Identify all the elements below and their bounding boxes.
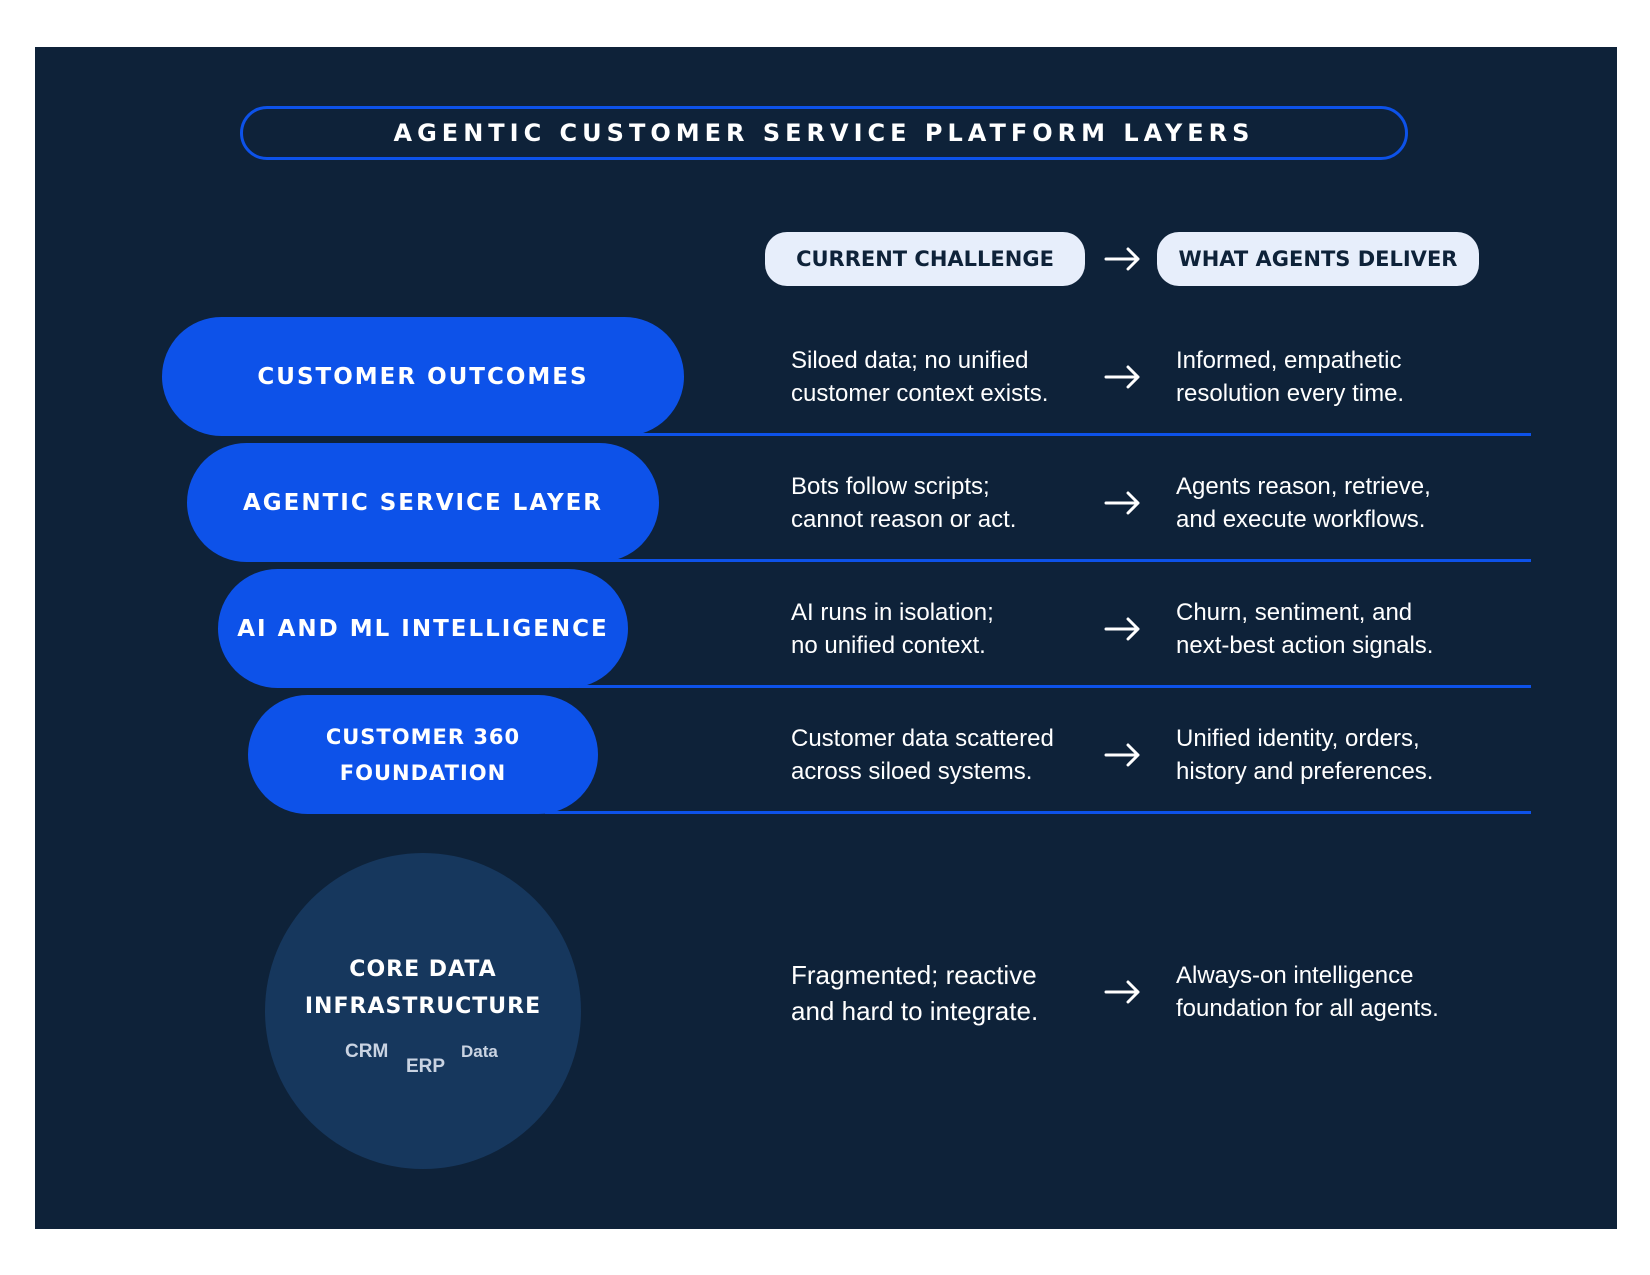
deliver-text: Unified identity, orders, history and pr… [1176, 725, 1434, 785]
arrow-right-icon [1104, 491, 1142, 515]
diagram-title: AGENTIC CUSTOMER SERVICE PLATFORM LAYERS [240, 106, 1408, 160]
layer-ai-and-ml-intelligence: AI AND ML INTELLIGENCE [218, 569, 628, 688]
arrow-right-icon [1104, 365, 1142, 389]
challenge-text: Customer data scattered across siloed sy… [791, 725, 1054, 785]
deliver-text: Churn, sentiment, and next-best action s… [1176, 599, 1434, 659]
row-divider [570, 685, 1531, 688]
layer-customer-outcomes: CUSTOMER OUTCOMES [162, 317, 684, 436]
deliver-text: Always-on intelligence foundation for al… [1176, 962, 1439, 1022]
challenge-text: AI runs in isolation; no unified context… [791, 599, 994, 659]
row-divider [545, 811, 1531, 814]
challenge-text: Fragmented; reactive and hard to integra… [791, 960, 1039, 1026]
row-divider [600, 559, 1531, 562]
arrow-right-icon [1104, 617, 1142, 641]
row-divider [625, 433, 1531, 436]
core-title: CORE DATA INFRASTRUCTURE [304, 957, 542, 1019]
deliver-text: Informed, empathetic resolution every ti… [1176, 347, 1405, 407]
layer-agentic-service-layer: AGENTIC SERVICE LAYER [187, 443, 659, 562]
source-data: Data [461, 1042, 498, 1061]
core-data-infrastructure-circle: CORE DATA INFRASTRUCTURE CRM ERP Data [265, 853, 581, 1169]
arrow-right-icon [1104, 247, 1142, 271]
column-header-what-agents-deliver: WHAT AGENTS DELIVER [1157, 232, 1479, 286]
source-crm: CRM [345, 1041, 389, 1062]
source-erp: ERP [406, 1056, 446, 1077]
diagram-panel: AGENTIC CUSTOMER SERVICE PLATFORM LAYERS… [35, 47, 1617, 1229]
column-header-current-challenge: CURRENT CHALLENGE [765, 232, 1085, 286]
challenge-text: Bots follow scripts; cannot reason or ac… [791, 473, 1017, 533]
challenge-text: Siloed data; no unified customer context… [791, 347, 1049, 407]
deliver-text: Agents reason, retrieve, and execute wor… [1176, 473, 1431, 533]
layer-customer-360-foundation: CUSTOMER 360 FOUNDATION [248, 695, 598, 814]
arrow-right-icon [1104, 980, 1142, 1004]
arrow-right-icon [1104, 743, 1142, 767]
